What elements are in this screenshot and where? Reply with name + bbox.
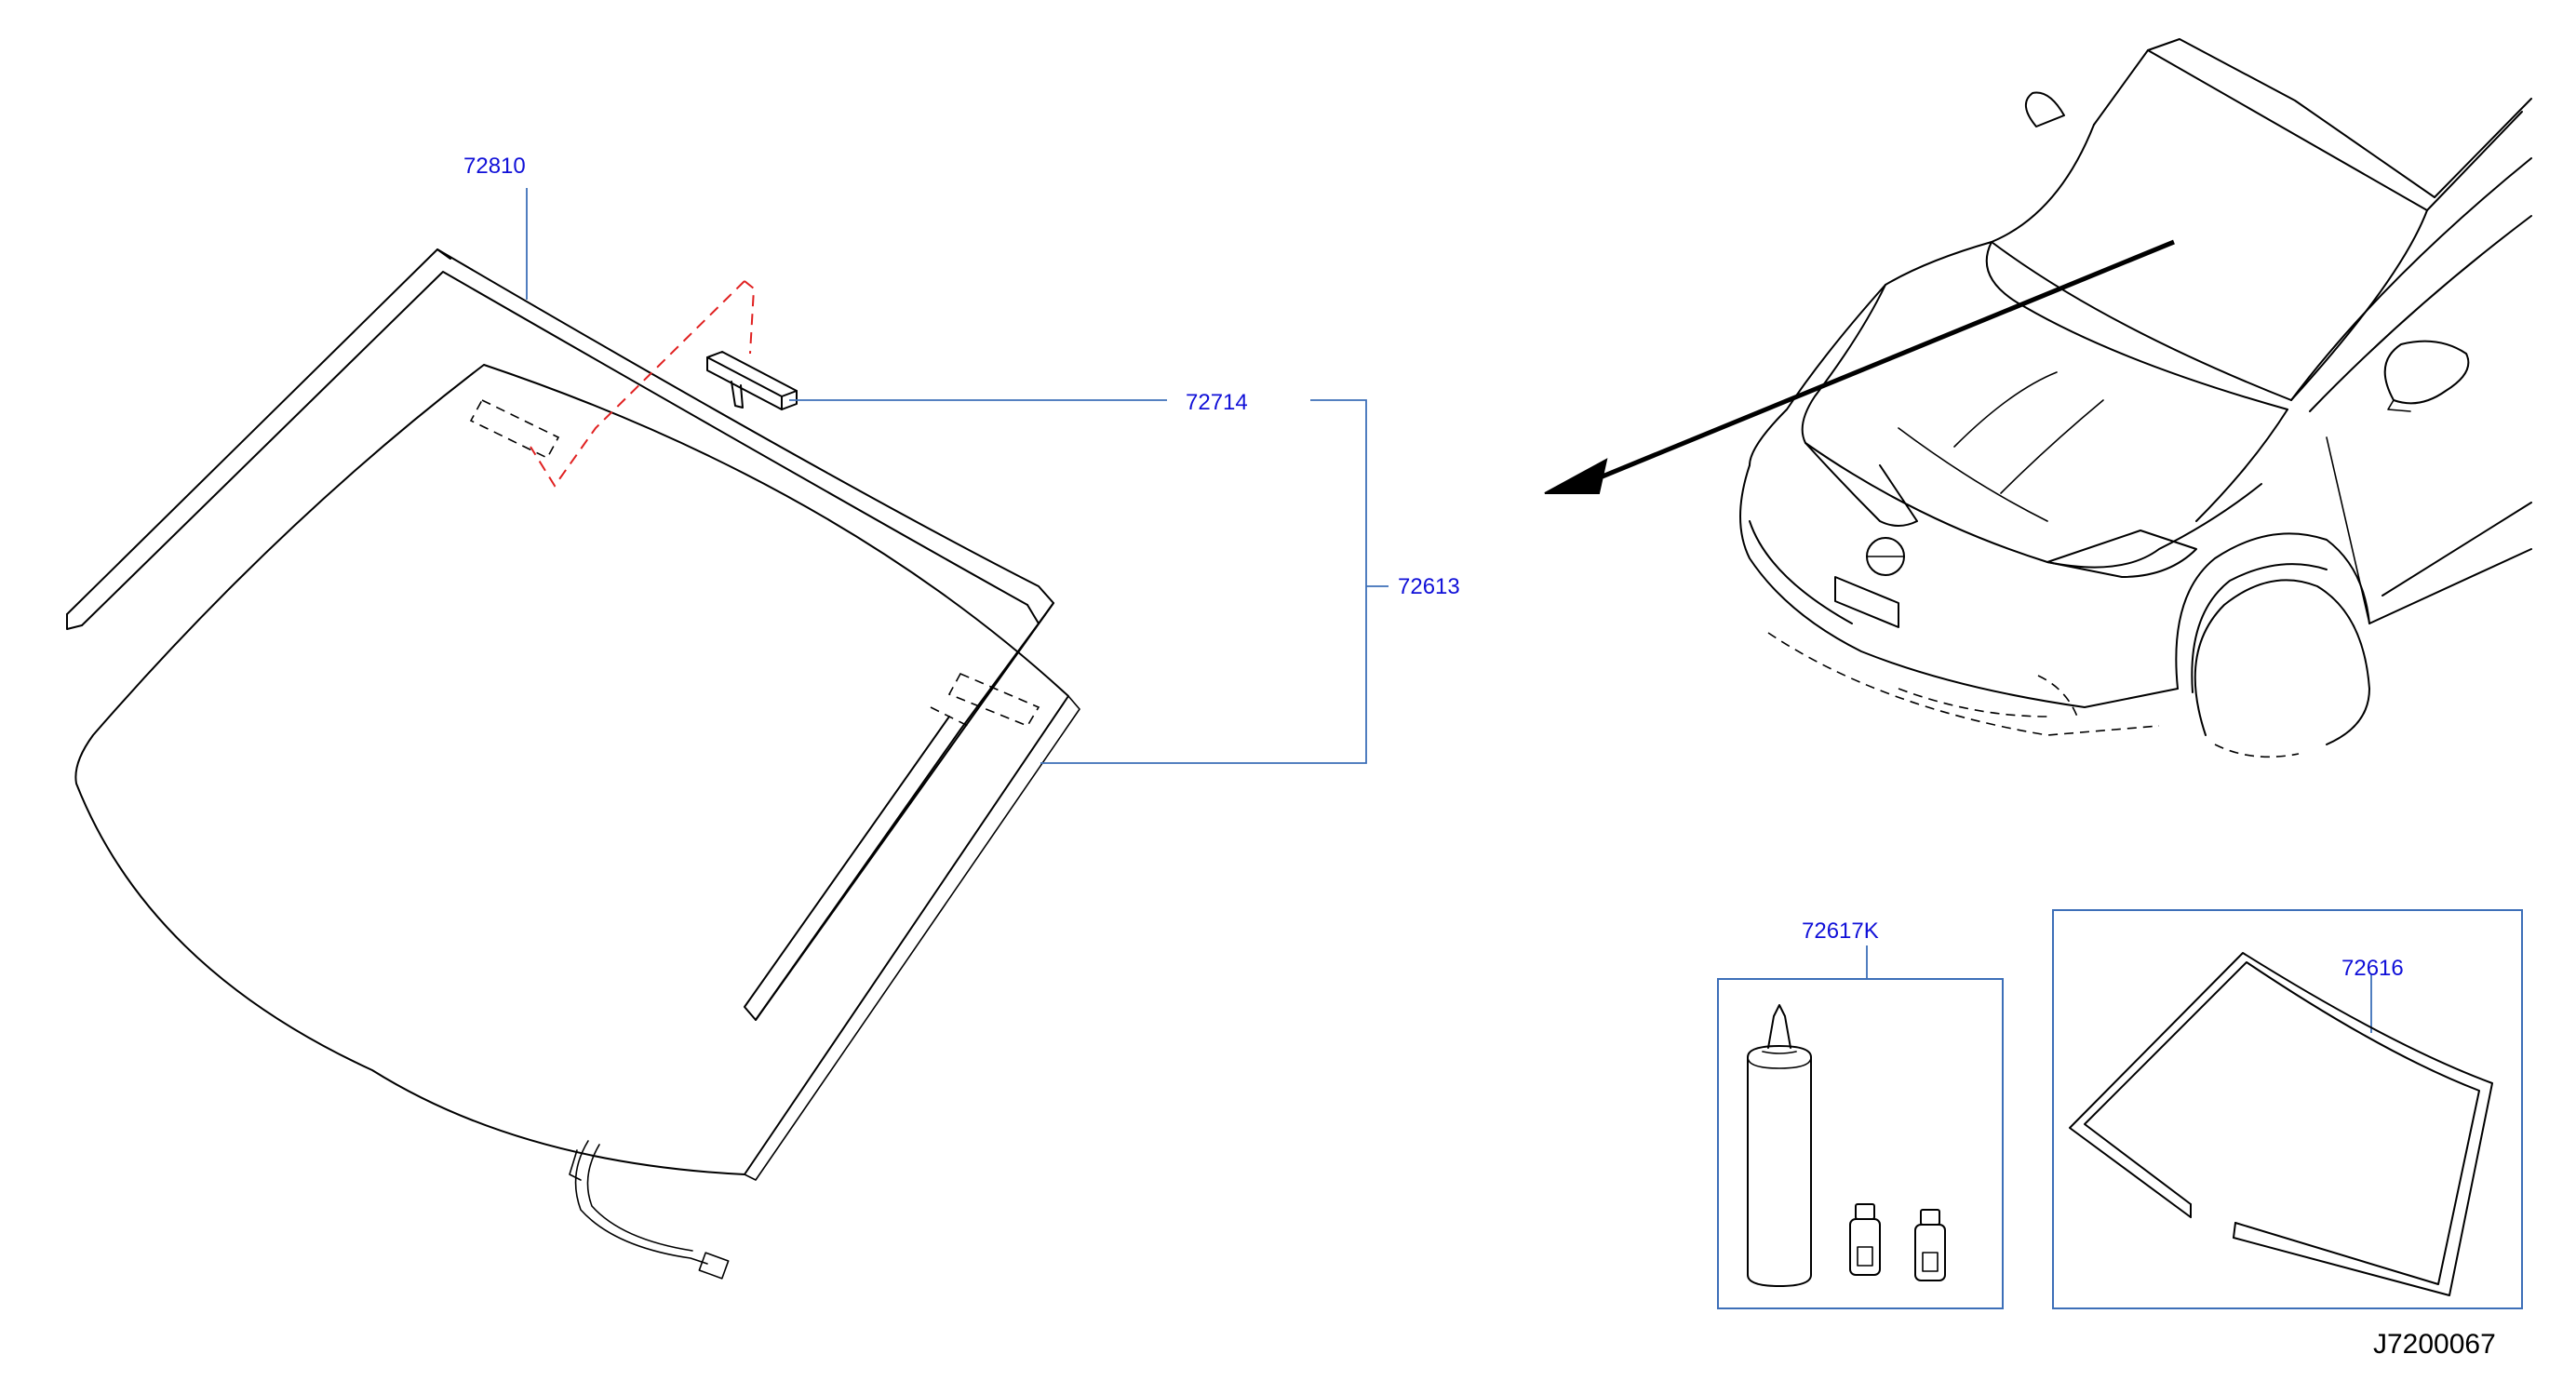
wiring-harness <box>569 1140 730 1280</box>
dam-rubber-box <box>2052 909 2523 1309</box>
adhesive-kit-box <box>1717 978 2004 1309</box>
label-adhesive-kit: 72617K <box>1802 918 1879 944</box>
upper-molding <box>66 248 1054 630</box>
adhesive-cartridge <box>1747 1004 1812 1287</box>
diagram-reference-code: J7200067 <box>2373 1329 2496 1360</box>
vehicle-front-view <box>1739 38 2532 758</box>
leader-lines <box>526 188 2372 1033</box>
label-upper-molding: 72810 <box>463 154 526 179</box>
windshield-glass <box>74 364 1080 1181</box>
molding-clip <box>530 280 798 488</box>
label-dam-rubber: 72616 <box>2341 956 2404 981</box>
primer-bottle-2 <box>1914 1209 1946 1281</box>
label-side-molding: 72613 <box>1398 574 1460 599</box>
view-direction-arrow <box>1544 239 2175 494</box>
side-molding <box>744 602 1054 1021</box>
dam-rubber <box>2069 952 2493 1296</box>
label-clip: 72714 <box>1186 390 1248 415</box>
primer-bottle-1 <box>1849 1203 1881 1276</box>
